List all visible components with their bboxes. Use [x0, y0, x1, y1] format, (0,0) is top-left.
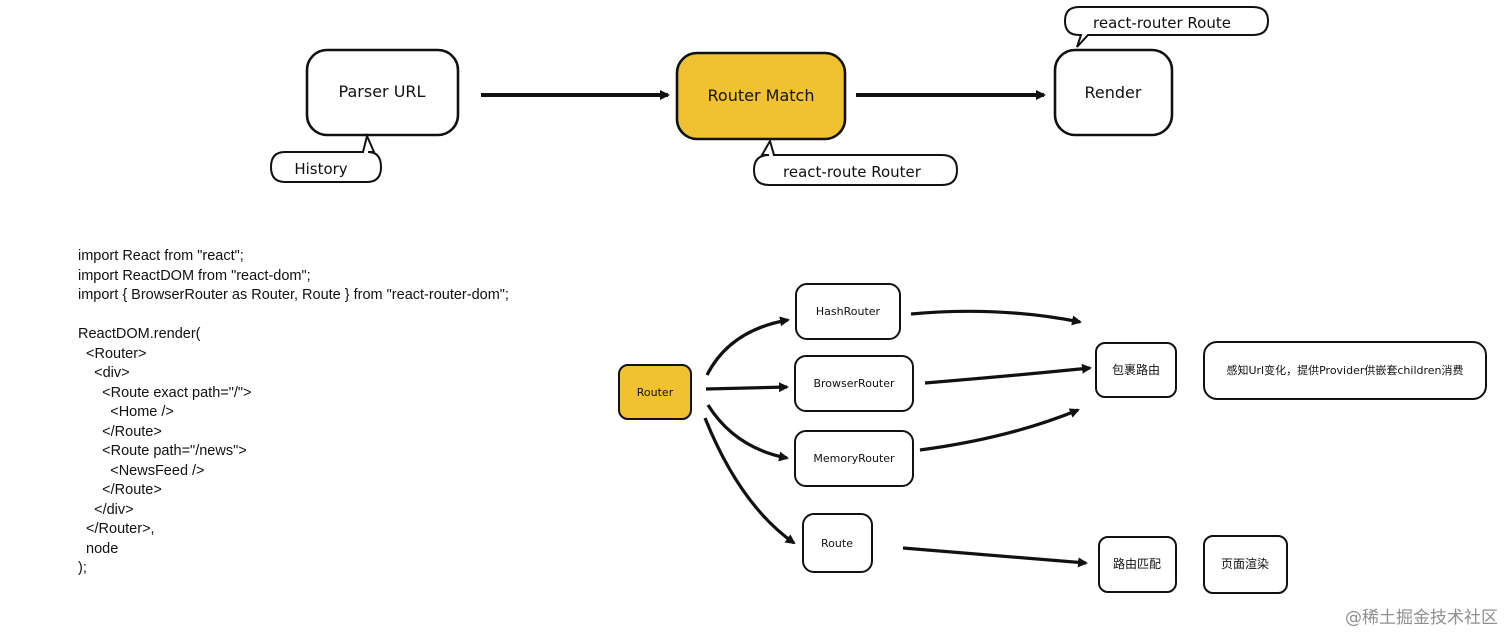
history-callout: History	[269, 132, 383, 183]
watermark: @稀土掘金技术社区	[1345, 608, 1498, 628]
code-line: ReactDOM.render(	[78, 326, 201, 342]
router-note: react-route Router	[783, 163, 922, 181]
code-line: <Route path="/news">	[78, 443, 247, 459]
route-match-label: 路由匹配	[1113, 556, 1161, 571]
code-line: );	[78, 560, 87, 576]
code-line: import { BrowserRouter as Router, Route …	[78, 287, 509, 303]
memory-router-label: MemoryRouter	[813, 452, 895, 465]
wrap-desc-label: 感知Url变化，提供Provider供嵌套children消费	[1226, 363, 1463, 377]
code-line: </Route>	[78, 482, 162, 498]
parser-url-label: Parser URL	[339, 82, 426, 101]
code-line: import ReactDOM from "react-dom";	[78, 267, 311, 284]
code-line: import React from "react";	[78, 248, 244, 264]
code-line: node	[78, 540, 119, 557]
router-callout: react-route Router	[752, 138, 959, 186]
page-render-label: 页面渲染	[1221, 556, 1269, 571]
memory-router-node: MemoryRouter	[794, 430, 914, 487]
page-render-node: 页面渲染	[1203, 535, 1288, 594]
render-node: Render	[1053, 48, 1174, 137]
code-line	[78, 306, 509, 326]
code-line: </Route>	[78, 423, 162, 440]
route-label: Route	[821, 537, 853, 550]
arrow-root-to-hash	[705, 316, 790, 376]
router-root-node: Router	[618, 364, 692, 420]
arrow-route-to-match	[902, 546, 1088, 568]
route-callout: react-router Route	[1063, 6, 1270, 48]
arrow-root-to-browser	[705, 382, 789, 393]
hash-router-label: HashRouter	[816, 305, 881, 318]
code-line: </Router>,	[78, 521, 155, 537]
render-label: Render	[1085, 83, 1142, 102]
arrow-browser-to-wrap	[924, 363, 1092, 385]
code-line: <Route exact path="/">	[78, 384, 252, 401]
code-line: </div>	[78, 501, 134, 518]
arrow-root-to-route	[703, 417, 796, 545]
router-match-node: Router Match	[675, 51, 847, 141]
browser-router-node: BrowserRouter	[794, 355, 914, 412]
code-line: <Home />	[78, 404, 174, 420]
parser-url-node: Parser URL	[305, 48, 460, 137]
hash-router-node: HashRouter	[795, 283, 901, 340]
router-match-box	[675, 51, 847, 141]
browser-router-label: BrowserRouter	[813, 377, 895, 390]
arrow-hash-to-wrap	[910, 309, 1082, 326]
arrow-root-to-memory	[706, 404, 789, 462]
code-line: <Router>	[78, 345, 147, 362]
wrap-routes-label: 包裹路由	[1112, 362, 1160, 377]
code-snippet: import React from "react"; import ReactDO…	[78, 247, 509, 579]
arrow-memory-to-wrap	[919, 408, 1080, 452]
router-match-label: Router Match	[708, 86, 815, 105]
route-node: Route	[802, 513, 873, 573]
wrap-routes-node: 包裹路由	[1095, 342, 1177, 398]
wrap-desc-node: 感知Url变化，提供Provider供嵌套children消费	[1203, 341, 1487, 400]
route-note: react-router Route	[1093, 14, 1231, 32]
code-line: <NewsFeed />	[78, 462, 205, 479]
code-line: <div>	[78, 365, 130, 381]
route-match-node: 路由匹配	[1098, 536, 1177, 593]
history-note: History	[294, 160, 347, 178]
router-root-label: Router	[637, 386, 674, 399]
